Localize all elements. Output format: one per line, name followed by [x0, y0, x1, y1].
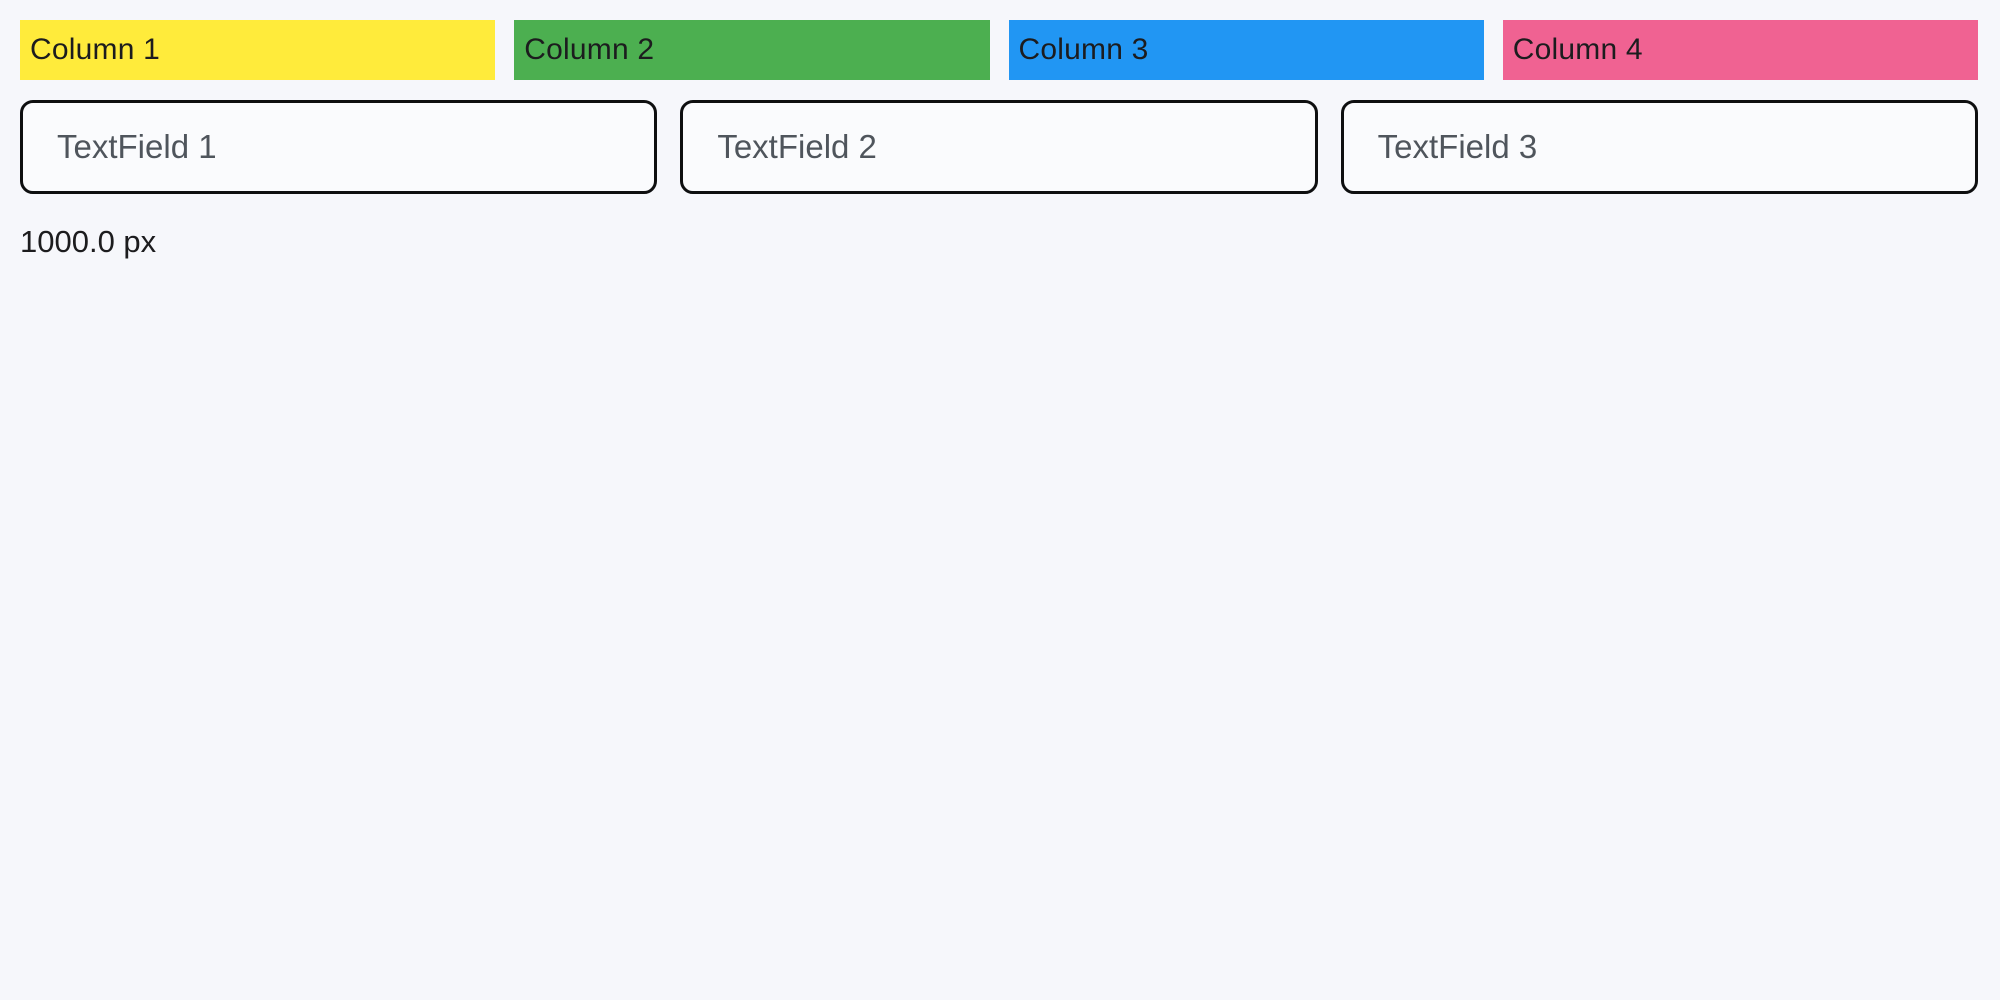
column-bar-1: Column 1 — [20, 20, 496, 80]
column-bar-2: Column 2 — [514, 20, 990, 80]
column-bar-2-label: Column 2 — [524, 33, 655, 66]
textfield-1[interactable] — [20, 100, 658, 194]
column-bar-3: Column 3 — [1008, 20, 1484, 80]
column-bar-4-label: Column 4 — [1512, 33, 1643, 66]
textfield-row — [0, 80, 2000, 194]
column-header-row: Column 1 Column 2 Column 3 Column 4 — [0, 0, 2000, 80]
textfield-2[interactable] — [680, 100, 1318, 194]
column-bar-4: Column 4 — [1502, 20, 1978, 80]
screen-width-label: 1000.0 px — [20, 224, 157, 259]
textfield-3[interactable] — [1340, 100, 1978, 194]
column-bar-3-label: Column 3 — [1018, 33, 1149, 66]
column-bar-1-label: Column 1 — [30, 33, 160, 66]
